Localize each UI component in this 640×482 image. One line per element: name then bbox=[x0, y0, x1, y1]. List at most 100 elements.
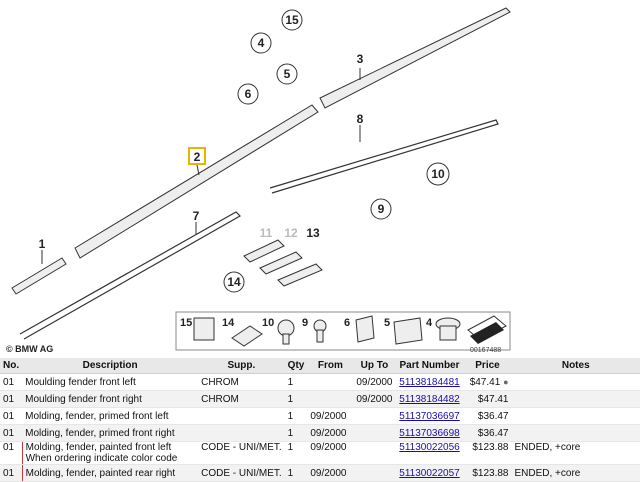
small-parts-strip: 15 14 10 9 6 5 4 bbox=[176, 312, 510, 350]
part-number-link[interactable]: 51130022056 bbox=[399, 442, 459, 453]
part-8-rail[interactable] bbox=[270, 120, 498, 193]
callout-15[interactable]: 15 bbox=[282, 10, 302, 30]
callout-10[interactable]: 10 bbox=[427, 163, 449, 185]
cell-description: Moulding fender front right bbox=[22, 391, 198, 408]
col-header-supp: Supp. bbox=[198, 358, 285, 374]
callout-4[interactable]: 4 bbox=[251, 33, 271, 53]
svg-text:5: 5 bbox=[284, 67, 291, 81]
description-line: Molding, fender, painted front left bbox=[26, 442, 196, 453]
part-number-link[interactable]: 51137036698 bbox=[399, 428, 459, 439]
col-header-description: Description bbox=[22, 358, 198, 374]
table-row: 01 Moulding fender front right CHROM 1 0… bbox=[0, 391, 640, 408]
svg-text:15: 15 bbox=[285, 13, 299, 27]
svg-text:4: 4 bbox=[258, 36, 265, 50]
table-row: 01 Moulding fender front left CHROM 1 09… bbox=[0, 374, 640, 391]
cell-upto bbox=[353, 425, 395, 442]
svg-text:4: 4 bbox=[426, 317, 433, 329]
part-3-molding[interactable] bbox=[320, 8, 510, 108]
cell-no: 01 bbox=[0, 408, 22, 425]
svg-text:14: 14 bbox=[222, 317, 235, 329]
cell-price: $36.47 bbox=[464, 425, 512, 442]
cell-description: Molding, fender, primed front left bbox=[22, 408, 198, 425]
callout-6[interactable]: 6 bbox=[238, 84, 258, 104]
svg-text:9: 9 bbox=[378, 202, 385, 216]
callout-5[interactable]: 5 bbox=[277, 64, 297, 84]
table-header-row: No. Description Supp. Qty From Up To Par… bbox=[0, 358, 640, 374]
cell-from: 09/2000 bbox=[307, 442, 353, 465]
cell-upto: 09/2000 bbox=[353, 374, 395, 391]
cell-from bbox=[307, 391, 353, 408]
cell-supp: CODE - UNI/MET. bbox=[198, 442, 285, 465]
cell-notes: ENDED, +core bbox=[512, 465, 640, 482]
cell-notes bbox=[512, 391, 640, 408]
cell-from: 09/2000 bbox=[307, 408, 353, 425]
cell-part-number: 51137036698 bbox=[396, 425, 464, 442]
table-row: 01 Molding, fender, primed front left 1 … bbox=[0, 408, 640, 425]
copyright-label: © BMW AG bbox=[6, 344, 53, 354]
callout-9[interactable]: 9 bbox=[371, 199, 391, 219]
parts-diagram: 15 4 5 6 3 2 8 10 9 7 1 11 12 13 14 15 1… bbox=[0, 0, 640, 358]
cell-upto bbox=[353, 442, 395, 465]
cell-supp bbox=[198, 425, 285, 442]
part-number-link[interactable]: 51138184482 bbox=[399, 394, 459, 405]
cell-qty: 1 bbox=[285, 442, 308, 465]
cell-price: $47.41 ● bbox=[464, 374, 512, 391]
svg-text:14: 14 bbox=[227, 275, 241, 289]
callout-1[interactable]: 1 bbox=[39, 237, 46, 251]
cell-upto bbox=[353, 465, 395, 482]
callout-2[interactable]: 2 bbox=[189, 148, 205, 164]
cell-upto: 09/2000 bbox=[353, 391, 395, 408]
cell-part-number: 51138184482 bbox=[396, 391, 464, 408]
cell-qty: 1 bbox=[285, 465, 308, 482]
cell-description: Molding, fender, primed front right bbox=[22, 425, 198, 442]
col-header-from: From bbox=[307, 358, 353, 374]
cell-no: 01 bbox=[0, 425, 22, 442]
image-id-label: 00167488 bbox=[470, 347, 501, 354]
cell-no: 01 bbox=[0, 465, 22, 482]
table-row: 01 Molding, fender, painted rear right C… bbox=[0, 465, 640, 482]
part-11-12-13-clips[interactable] bbox=[244, 240, 322, 286]
callout-3[interactable]: 3 bbox=[357, 52, 364, 66]
part-2-molding[interactable] bbox=[75, 105, 318, 258]
part-5-icon[interactable] bbox=[394, 318, 422, 344]
col-header-upto: Up To bbox=[353, 358, 395, 374]
cell-part-number: 51130022057 bbox=[396, 465, 464, 482]
part-15-icon[interactable] bbox=[194, 318, 214, 340]
col-header-price: Price bbox=[464, 358, 512, 374]
part-number-link[interactable]: 51137036697 bbox=[399, 411, 459, 422]
cell-qty: 1 bbox=[285, 408, 308, 425]
part-number-link[interactable]: 51130022057 bbox=[399, 468, 459, 479]
cell-supp: CHROM bbox=[198, 391, 285, 408]
svg-text:15: 15 bbox=[180, 317, 192, 329]
table-row: 01 Molding, fender, painted front left W… bbox=[0, 442, 640, 465]
callout-7[interactable]: 7 bbox=[193, 209, 200, 223]
callout-14[interactable]: 14 bbox=[224, 272, 244, 292]
col-header-qty: Qty bbox=[285, 358, 308, 374]
col-header-notes: Notes bbox=[512, 358, 640, 374]
cell-part-number: 51137036697 bbox=[396, 408, 464, 425]
cell-no: 01 bbox=[0, 442, 22, 465]
cell-qty: 1 bbox=[285, 374, 308, 391]
cell-upto bbox=[353, 408, 395, 425]
part-number-link[interactable]: 51138184481 bbox=[399, 377, 459, 388]
col-header-part-number: Part Number bbox=[396, 358, 464, 374]
part-1-molding[interactable] bbox=[12, 258, 66, 294]
cell-price: $36.47 bbox=[464, 408, 512, 425]
car-icon[interactable]: ● bbox=[503, 377, 508, 387]
cell-no: 01 bbox=[0, 374, 22, 391]
callout-13[interactable]: 13 bbox=[306, 226, 320, 240]
cell-price: $123.88 bbox=[464, 442, 512, 465]
parts-table: No. Description Supp. Qty From Up To Par… bbox=[0, 358, 640, 482]
svg-text:6: 6 bbox=[344, 317, 350, 329]
cell-notes bbox=[512, 425, 640, 442]
cell-from: 09/2000 bbox=[307, 465, 353, 482]
callout-12[interactable]: 12 bbox=[284, 226, 298, 240]
cell-description: Molding, fender, painted rear right bbox=[22, 465, 198, 482]
callout-8[interactable]: 8 bbox=[357, 112, 364, 126]
svg-text:5: 5 bbox=[384, 317, 390, 329]
col-header-no: No. bbox=[0, 358, 22, 374]
cell-no: 01 bbox=[0, 391, 22, 408]
part-6-icon[interactable] bbox=[356, 316, 374, 342]
cell-from bbox=[307, 374, 353, 391]
callout-11[interactable]: 11 bbox=[260, 226, 273, 240]
